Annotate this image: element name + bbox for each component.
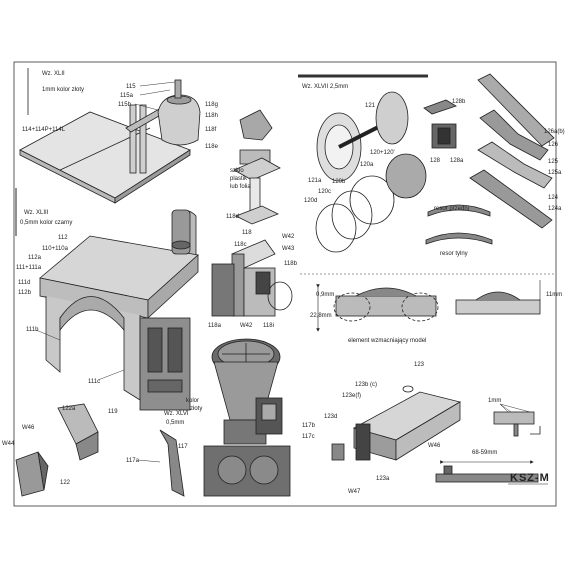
- label-115b: 115b: [118, 102, 132, 108]
- label-122a: 122a: [62, 406, 76, 412]
- label-123d: 123d: [324, 414, 337, 420]
- label-120: 120+120': [370, 150, 395, 156]
- label-w47: W47: [348, 489, 361, 495]
- label-124: 124: [548, 195, 559, 201]
- label-d228: 22,8mm: [310, 313, 332, 319]
- axlebox-and-springs: [423, 99, 493, 245]
- label-wz-xliii: Wz. XLIII: [24, 210, 49, 216]
- wheelset-assembly: [315, 91, 427, 253]
- beam-assembly: [331, 385, 462, 461]
- label-125: 125: [548, 159, 559, 165]
- label-118b: 118b: [284, 261, 298, 267]
- label-121: 121: [365, 103, 376, 109]
- cab-assembly: [39, 209, 199, 411]
- label-111d: 111d: [18, 280, 30, 286]
- label-120d: 120d: [304, 198, 317, 204]
- label-118c: 118c: [234, 242, 247, 248]
- step-assembly: [15, 403, 99, 497]
- label-117a: 117a: [126, 458, 140, 464]
- label-szklo: szkło: [230, 168, 244, 174]
- label-128b: 128b: [452, 99, 466, 105]
- label-124a: 124a: [548, 206, 562, 212]
- label-plastik: plastik: [230, 176, 248, 182]
- label-120c: 120c: [318, 189, 331, 195]
- axle-side-view: [300, 273, 556, 332]
- label-114: 114+114P+114L: [22, 127, 66, 133]
- label-123: 123: [414, 362, 425, 368]
- label-118d: 118d: [226, 214, 239, 220]
- bell-assembly: [125, 79, 201, 174]
- label-wz-xlvii: Wz. XLVII 2,5mm: [302, 84, 348, 90]
- lamp-box: [211, 239, 293, 317]
- label-120a: 120a: [360, 162, 374, 168]
- label-zloty: złoty: [190, 406, 202, 412]
- label-110: 110+110a: [42, 246, 69, 252]
- frame-strips: [469, 73, 555, 229]
- label-118h: 118h: [205, 113, 218, 119]
- label-128a: 128a: [450, 158, 464, 164]
- label-w43: W43: [282, 246, 295, 252]
- label-126a: 126a(b): [544, 129, 565, 135]
- label-w44: W44: [2, 441, 15, 447]
- label-118: 118: [242, 230, 252, 236]
- label-118a: 118a: [208, 323, 222, 329]
- label-123a: 123a: [376, 476, 390, 482]
- ksz-m-logo: KSZ-M: [508, 472, 550, 485]
- roof-pin: [15, 68, 29, 236]
- label-kolor-zloty-1mm: 1mm kolor złoty: [42, 87, 84, 93]
- label-126: 126: [548, 142, 559, 148]
- label-118f: 118f: [205, 127, 217, 133]
- label-111b: 111b: [26, 327, 39, 333]
- label-resor-tylny: resor tylny: [440, 251, 468, 257]
- label-123f: 123e(f): [342, 393, 361, 399]
- logo-text: KSZ-M: [510, 472, 550, 484]
- label-kolor-czarny: 0,5mm kolor czarny: [20, 220, 72, 226]
- label-117c: 117c: [302, 434, 315, 440]
- label-d68: 68-59mm: [472, 450, 497, 456]
- label-117b: 117b: [302, 423, 316, 429]
- label-element: element wzmacniający model: [348, 338, 426, 344]
- label-112a: 112a: [28, 255, 42, 261]
- label-d1: 1mm: [488, 398, 501, 404]
- label-111: 111+111a: [16, 265, 42, 271]
- label-118g: 118g: [205, 102, 218, 108]
- label-w42-bottom: W42: [240, 323, 253, 329]
- label-d09: 0,9mm: [316, 292, 334, 298]
- roof-assembly: [19, 111, 191, 204]
- label-wz-xlii: Wz. XLII: [42, 71, 65, 77]
- label-lub-folia: lub folia: [230, 184, 251, 190]
- label-d11: 11mm: [546, 292, 562, 298]
- label-118i: 118i: [263, 323, 274, 329]
- label-122: 122: [60, 480, 71, 486]
- label-wz-xlvi-size: 0,5mm: [166, 420, 184, 426]
- label-118e: 118e: [205, 144, 219, 150]
- label-115: 115: [126, 84, 136, 90]
- label-121a: 121a: [308, 178, 322, 184]
- label-125a: 125a: [548, 170, 562, 176]
- label-resor-przedni: resor przedni: [434, 206, 469, 212]
- sheet-frame: [13, 61, 557, 507]
- label-119: 119: [108, 409, 118, 415]
- label-w42-top: W42: [282, 234, 295, 240]
- label-111c: 111c: [88, 379, 100, 385]
- coupling-detail: [435, 403, 541, 483]
- label-112b: 112b: [18, 290, 32, 296]
- label-w46-right: W46: [428, 443, 441, 449]
- label-123b: 123b (c): [355, 382, 377, 388]
- label-w46-left: W46: [22, 425, 35, 431]
- label-120b: 120b: [332, 179, 346, 185]
- label-115a: 115a: [120, 93, 134, 99]
- smokebox-assembly: [159, 338, 291, 497]
- label-112: 112: [58, 235, 68, 241]
- label-117: 117: [178, 444, 188, 450]
- label-wz-xlvi: Wz. XLVI: [164, 411, 189, 417]
- label-kolor: kolor: [186, 398, 199, 404]
- label-128: 128: [430, 158, 441, 164]
